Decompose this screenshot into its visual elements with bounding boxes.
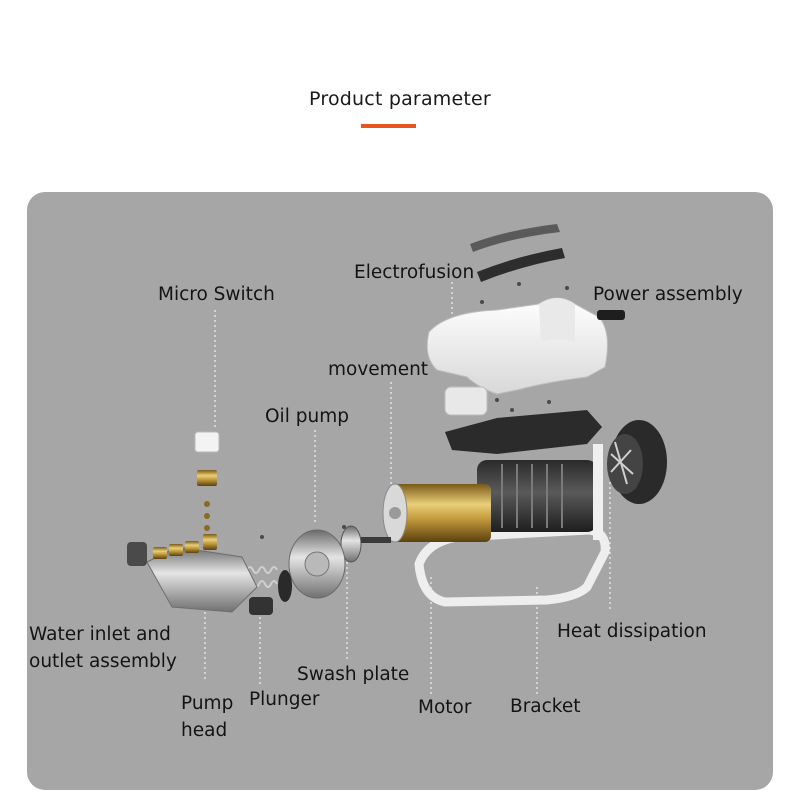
label-pump-head-line1: Pump (181, 693, 234, 714)
plunger-seal (278, 570, 292, 602)
label-water-inlet-outlet: Water inlet and outlet assembly (29, 621, 199, 675)
exploded-view-panel: Electrofusion Micro Switch Power assembl… (27, 192, 773, 790)
label-micro-switch: Micro Switch (158, 284, 275, 305)
switch-parts (204, 501, 210, 531)
brass-nozzles (153, 541, 199, 559)
label-movement: movement (328, 359, 429, 380)
label-electrofusion: Electrofusion (354, 262, 475, 283)
power-connector (597, 310, 625, 320)
motor-fins (501, 464, 563, 528)
brass-cylinder (391, 484, 491, 542)
water-fitting-left (127, 542, 147, 566)
motor-end-plate (593, 444, 603, 540)
label-motor: Motor (418, 697, 472, 718)
label-swash-plate: Swash plate (297, 664, 410, 685)
exploded-diagram (127, 224, 667, 697)
fan-inner (607, 434, 643, 494)
fan-blades (610, 441, 634, 485)
micro-switch-fitting (197, 470, 217, 486)
micro-switch-block (194, 431, 220, 453)
housing-bump (539, 298, 575, 342)
swash-plate-disc (340, 525, 362, 563)
label-water-inlet-line2: outlet assembly (29, 651, 177, 672)
drive-shaft (361, 537, 391, 543)
cylinder-hub (389, 507, 401, 519)
page-title: Product parameter (309, 88, 491, 110)
label-bracket: Bracket (510, 696, 581, 717)
water-fitting-right (249, 597, 273, 615)
label-power-assembly: Power assembly (593, 284, 743, 305)
label-heat-dissipation: Heat dissipation (557, 621, 707, 642)
label-pump-head: Pump head (181, 690, 251, 744)
screws (260, 282, 569, 539)
white-housing (426, 297, 608, 395)
label-oil-pump: Oil pump (265, 406, 349, 427)
oil-pump-center (304, 551, 330, 577)
title-accent-bar (361, 124, 416, 128)
label-water-inlet-line1: Water inlet and (29, 624, 171, 645)
cover-strip-top (470, 224, 560, 252)
label-pump-head-line2: head (181, 720, 228, 741)
label-plunger: Plunger (249, 689, 320, 710)
white-capacitor (444, 386, 488, 416)
cover-strip-dark (477, 248, 565, 282)
mount-plate (445, 410, 602, 454)
motor-body (477, 460, 597, 532)
pump-head-valve (203, 534, 217, 550)
